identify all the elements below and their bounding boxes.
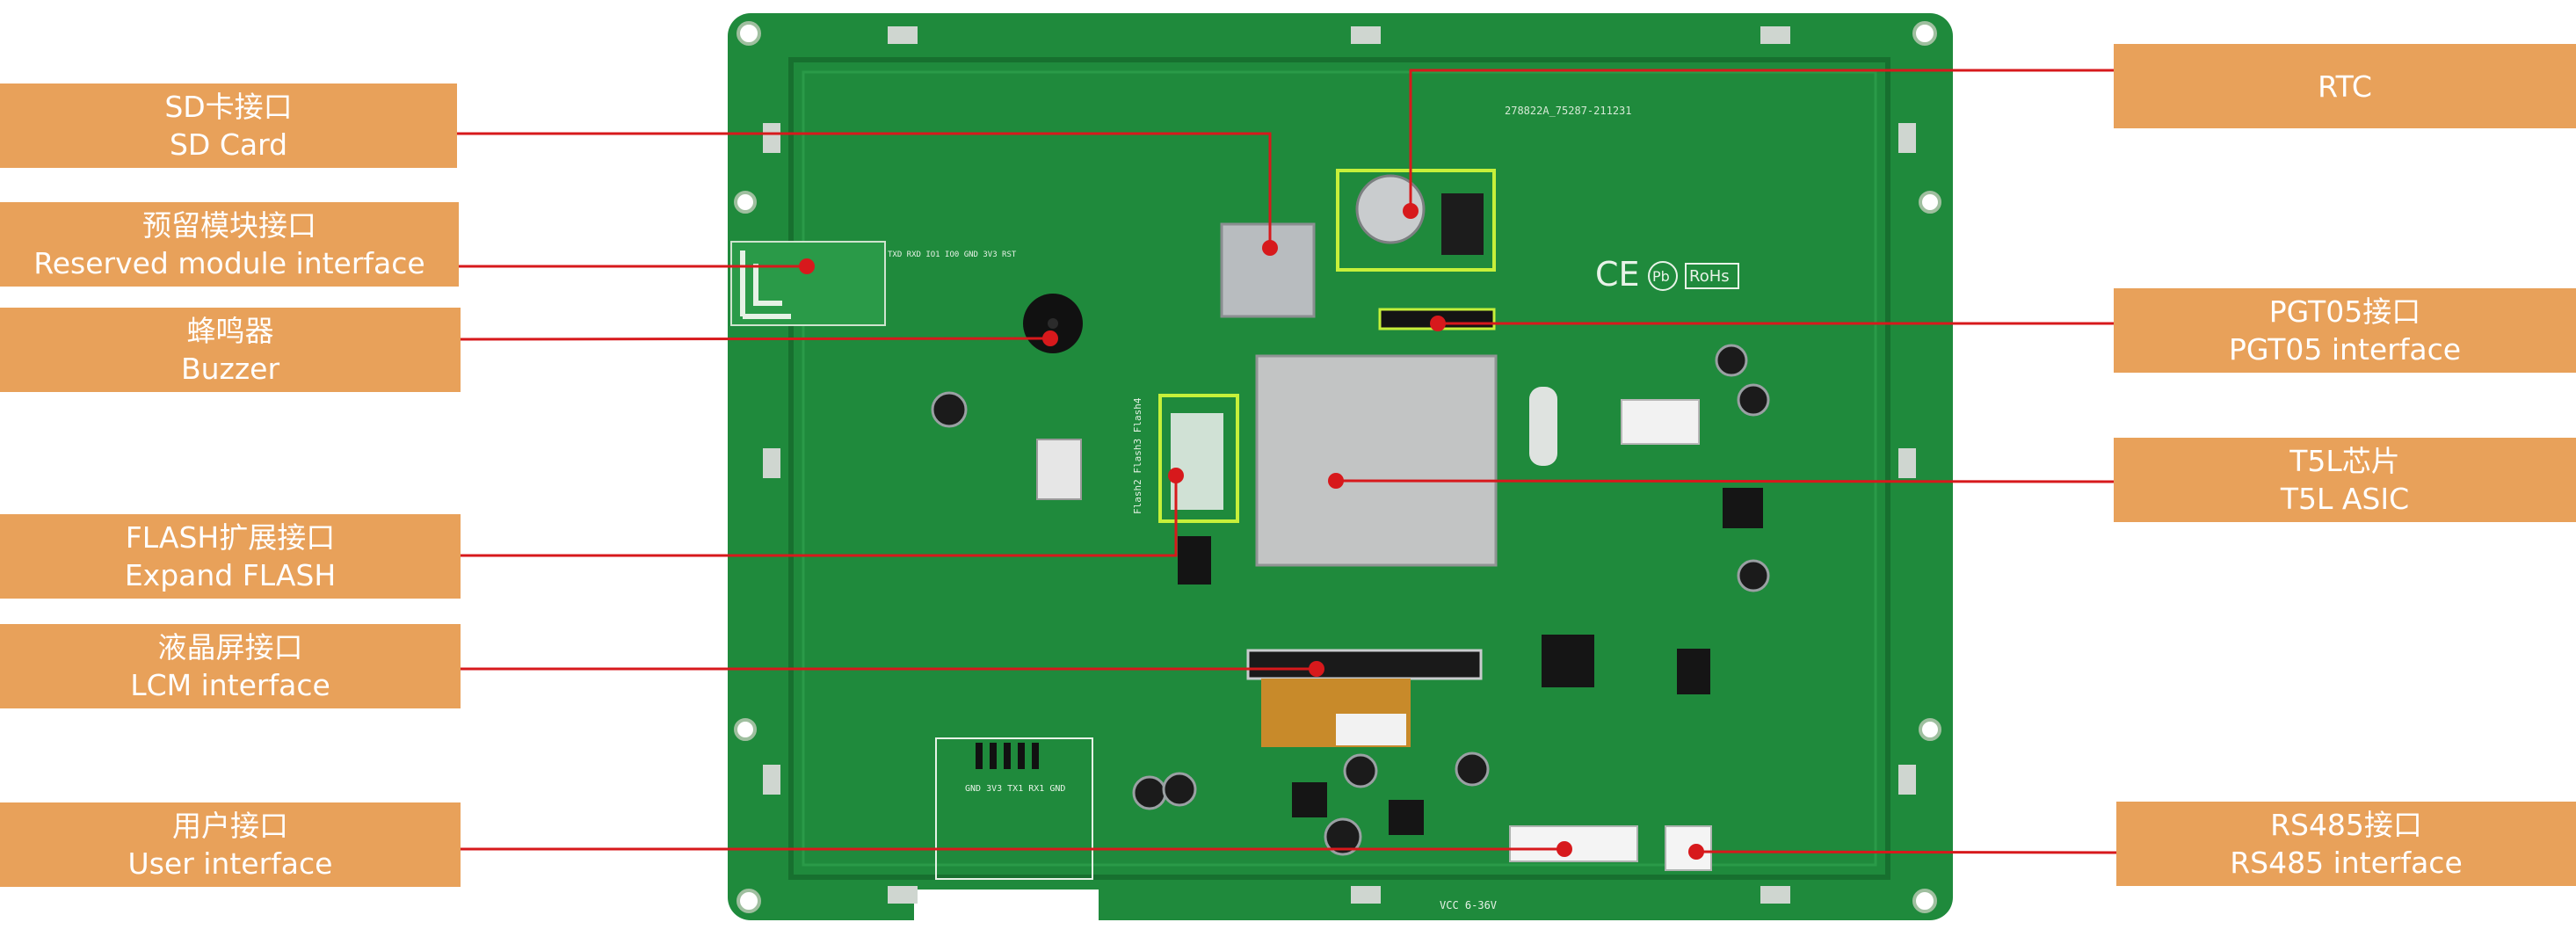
user-interface-box bbox=[935, 737, 1093, 880]
user-connector bbox=[1509, 825, 1638, 862]
pointer-rtc bbox=[1409, 69, 2114, 211]
label-reserved-module-en: Reserved module interface bbox=[33, 246, 425, 280]
label-sd-card-en: SD Card bbox=[169, 127, 288, 162]
label-rs485-zh: RS485接口 bbox=[2270, 808, 2422, 842]
label-user-interface-en: User interface bbox=[127, 846, 333, 881]
user-header-pins bbox=[976, 743, 1039, 769]
pointer-dots bbox=[799, 203, 1704, 860]
pb-mark-circle bbox=[1648, 261, 1678, 291]
pcb-inner-frame-2 bbox=[802, 70, 1877, 867]
label-t5l: T5L芯片 T5L ASIC bbox=[2114, 438, 2576, 522]
label-reserved-module-zh: 预留模块接口 bbox=[142, 208, 316, 243]
power-silkscreen: VCC 6-36V bbox=[1440, 899, 1497, 911]
pcb-bottom-notch bbox=[914, 890, 1099, 920]
label-reserved-module: 预留模块接口 Reserved module interface bbox=[0, 202, 459, 287]
edge-clips bbox=[763, 26, 1916, 904]
pointer-flash bbox=[461, 476, 1178, 557]
label-buzzer-en: Buzzer bbox=[180, 352, 280, 386]
label-rtc: RTC bbox=[2114, 44, 2576, 128]
label-flash-zh: FLASH扩展接口 bbox=[125, 520, 336, 555]
t5l-chip bbox=[1255, 354, 1498, 567]
label-t5l-zh: T5L芯片 bbox=[2289, 444, 2400, 478]
rtc-battery bbox=[1355, 174, 1426, 244]
pb-mark: Pb bbox=[1652, 268, 1670, 285]
label-pgt05-zh: PGT05接口 bbox=[2268, 294, 2421, 329]
ics bbox=[1292, 488, 1763, 835]
label-flash: FLASH扩展接口 Expand FLASH bbox=[0, 514, 461, 599]
label-user-interface: 用户接口 User interface bbox=[0, 802, 461, 887]
label-lcm: 液晶屏接口 LCM interface bbox=[0, 624, 461, 708]
label-buzzer-zh: 蜂鸣器 bbox=[186, 314, 274, 348]
rohs-mark-box bbox=[1685, 263, 1739, 289]
rtc-highlight-box bbox=[1336, 169, 1496, 272]
label-sd-card: SD卡接口 SD Card bbox=[0, 84, 457, 168]
label-rtc-en: RTC bbox=[2318, 69, 2372, 104]
flash-highlight-box bbox=[1158, 394, 1239, 523]
pointer-rs485 bbox=[1695, 850, 2117, 854]
flash-silkscreen: Flash2 Flash3 Flash4 bbox=[1132, 397, 1143, 514]
pointer-sd-card bbox=[457, 132, 1272, 248]
pointer-lines bbox=[457, 69, 2117, 854]
label-lcm-zh: 液晶屏接口 bbox=[157, 630, 303, 664]
capacitors bbox=[931, 344, 1770, 856]
label-lcm-en: LCM interface bbox=[130, 668, 330, 702]
user-pin-labels: GND 3V3 TX1 RX1 GND bbox=[965, 784, 1065, 794]
pointer-buzzer bbox=[460, 337, 1051, 341]
label-pgt05: PGT05接口 PGT05 interface bbox=[2114, 288, 2576, 373]
rohs-mark: RoHs bbox=[1689, 267, 1730, 286]
sd-card-slot bbox=[1220, 222, 1316, 318]
lcm-connector bbox=[1246, 649, 1483, 680]
pcb-code: 278822A_75287-211231 bbox=[1505, 105, 1632, 117]
white-connector bbox=[1621, 399, 1700, 445]
mounting-holes bbox=[734, 21, 1941, 913]
rs485-connector bbox=[1665, 825, 1712, 871]
label-sd-card-zh: SD卡接口 bbox=[164, 90, 293, 124]
label-rs485-en: RS485 interface bbox=[2230, 846, 2463, 880]
label-pgt05-en: PGT05 interface bbox=[2228, 332, 2462, 367]
small-connector bbox=[1036, 439, 1082, 500]
label-rs485: RS485接口 RS485 interface bbox=[2116, 802, 2576, 886]
pointer-t5l bbox=[1335, 479, 2115, 483]
label-user-interface-zh: 用户接口 bbox=[172, 809, 288, 843]
label-buzzer: 蜂鸣器 Buzzer bbox=[0, 308, 461, 392]
label-flash-en: Expand FLASH bbox=[124, 558, 337, 592]
pcb-inner-frame bbox=[788, 57, 1890, 880]
ce-mark: CE bbox=[1595, 255, 1640, 294]
module-pin-labels: TXD RXD IO1 IO0 GND 3V3 RST bbox=[888, 251, 1017, 259]
label-t5l-en: T5L ASIC bbox=[2280, 482, 2410, 516]
